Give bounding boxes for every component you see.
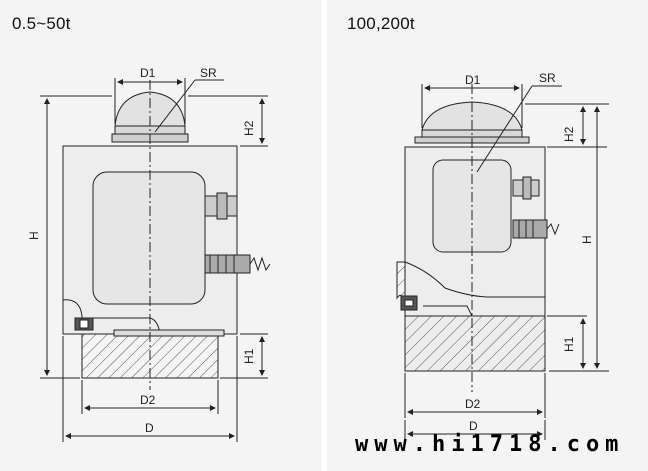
- panel-divider: [322, 0, 327, 471]
- body-window: [92, 171, 206, 305]
- dim-h: H: [580, 235, 594, 244]
- load-cell-drawing-large: D1 SR H2 H H1 D2 D: [396, 71, 609, 440]
- load-button-dome: [114, 91, 186, 127]
- dim-d2: D2: [465, 397, 481, 411]
- dim-h2: H2: [242, 120, 256, 136]
- site-watermark: www.hi1718.com: [355, 432, 625, 457]
- dim-d: D: [145, 421, 154, 435]
- dim-h2: H2: [562, 126, 576, 142]
- panel-large-capacity: 100,200t: [327, 0, 648, 471]
- dim-sr: SR: [200, 66, 217, 80]
- panel-small-capacity: 0.5~50t: [0, 0, 322, 471]
- panel-title: 100,200t: [347, 14, 415, 33]
- dim-d: D: [469, 419, 478, 433]
- dim-sr: SR: [539, 71, 556, 85]
- dim-d1: D1: [140, 66, 156, 80]
- dim-d1: D1: [465, 73, 481, 87]
- dim-d2: D2: [140, 393, 156, 407]
- dim-h1: H1: [562, 336, 576, 352]
- load-cell-drawing-small: D1 SR H2 H H1 D2 D: [27, 66, 271, 442]
- panel-title: 0.5~50t: [12, 14, 71, 33]
- dim-h1: H1: [242, 348, 256, 364]
- base-hatched: [404, 315, 546, 372]
- dim-h: H: [27, 231, 41, 240]
